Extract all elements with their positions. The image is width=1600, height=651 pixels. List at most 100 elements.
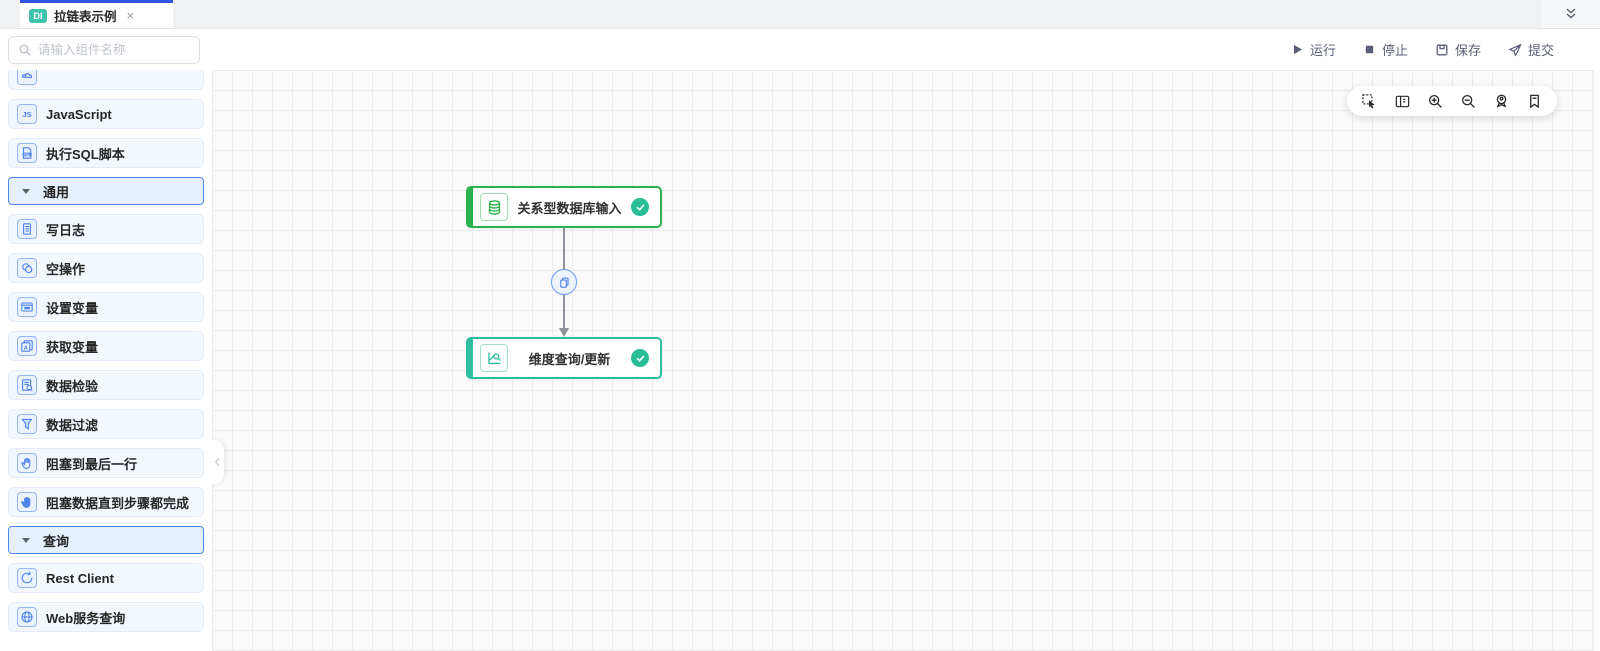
tab-title: 拉链表示例 <box>54 10 117 24</box>
header: 运行 停止 保存 提交 <box>0 29 1600 70</box>
sidebar-item-label: 数据检验 <box>46 378 99 394</box>
tab-zipper-example[interactable]: DI 拉链表示例 × <box>20 0 173 28</box>
hand-outline-icon <box>17 453 37 473</box>
sidebar-item-execute-sql-script[interactable]: SQL 执行SQL脚本 <box>8 138 204 168</box>
search-icon <box>19 44 31 56</box>
copy-icon <box>559 276 569 288</box>
svg-text:JS: JS <box>22 110 31 119</box>
di-badge-icon: DI <box>29 8 47 23</box>
sidebar-item-get-variable[interactable]: A 获取变量 <box>8 331 204 361</box>
sidebar-item-web-service-query[interactable]: Web服务查询 <box>8 602 204 632</box>
log-icon <box>17 219 37 239</box>
canvas-node-relational-db-input[interactable]: 关系型数据库输入 <box>466 186 662 228</box>
js-icon: JS <box>17 104 37 124</box>
canvas-node-dimension-lookup-update[interactable]: 维度查询/更新 <box>466 337 662 379</box>
edge-arrowhead-icon <box>559 328 569 337</box>
edge-copy-badge[interactable] <box>551 269 577 295</box>
clipped-icon <box>17 70 37 85</box>
sidebar-item-label: 设置变量 <box>46 300 99 316</box>
component-sidebar: JS JavaScript SQL 执行SQL脚本 通用 <box>0 70 212 651</box>
noop-icon <box>17 258 37 278</box>
collapse-tabs-button[interactable] <box>1542 0 1600 28</box>
close-icon[interactable]: × <box>126 8 135 23</box>
sidebar-item-label: 空操作 <box>46 261 86 277</box>
tab-bar: DI 拉链表示例 × <box>0 0 1600 29</box>
sidebar-item-label: 数据过滤 <box>46 417 99 433</box>
sidebar-collapse-handle[interactable] <box>212 440 224 484</box>
save-button[interactable]: 保存 <box>1435 40 1481 59</box>
sidebar-item-javascript[interactable]: JS JavaScript <box>8 99 204 129</box>
zoom-out-icon <box>1461 94 1475 108</box>
play-icon <box>1293 44 1302 55</box>
sidebar-item-label: 获取变量 <box>46 339 99 355</box>
save-label: 保存 <box>1454 43 1481 58</box>
flow-canvas[interactable]: 关系型数据库输入 维度查询/更新 <box>212 70 1600 651</box>
sidebar-item-label: JavaScript <box>46 106 112 122</box>
bookmark-icon <box>1530 94 1539 108</box>
zoom-in-icon <box>1428 94 1442 108</box>
node-label: 关系型数据库输入 <box>517 200 622 216</box>
status-check-icon <box>631 198 649 216</box>
canvas-scrollbar[interactable] <box>1593 70 1600 651</box>
triangle-down-icon <box>22 188 30 194</box>
submit-label: 提交 <box>1527 43 1554 58</box>
stop-button[interactable]: 停止 <box>1363 40 1408 59</box>
sidebar-item-label: 执行SQL脚本 <box>46 146 125 162</box>
get-variable-icon: A <box>17 336 37 356</box>
sidebar-section-general[interactable]: 通用 <box>8 177 204 205</box>
sql-file-icon: SQL <box>17 143 37 163</box>
section-label: 查询 <box>43 533 70 549</box>
paper-plane-icon <box>1508 43 1522 57</box>
double-chevron-down-icon <box>1566 8 1576 19</box>
node-label: 维度查询/更新 <box>528 351 611 367</box>
search-input[interactable] <box>38 42 190 57</box>
sidebar-item-block-until-last-row[interactable]: 阻塞到最后一行 <box>8 448 204 478</box>
sidebar-item-rest-client[interactable]: Rest Client <box>8 563 204 593</box>
sidebar-item-write-log[interactable]: 写日志 <box>8 214 204 244</box>
zoom-reset-button[interactable] <box>1493 93 1510 110</box>
sidebar-item-clipped[interactable] <box>8 70 204 90</box>
data-filter-icon <box>17 414 37 434</box>
stop-icon <box>1365 45 1374 54</box>
zoom-reset-icon <box>1496 94 1507 107</box>
run-toolbar: 运行 停止 保存 提交 <box>1291 40 1554 59</box>
save-icon <box>1436 44 1448 55</box>
sidebar-item-label: 写日志 <box>46 222 86 238</box>
run-label: 运行 <box>1309 43 1336 58</box>
marquee-select-icon <box>1362 93 1375 108</box>
stop-label: 停止 <box>1381 43 1408 58</box>
svg-text:A: A <box>24 345 28 351</box>
sidebar-item-set-variable[interactable]: 设置变量 <box>8 292 204 322</box>
sidebar-item-label: Rest Client <box>46 570 114 586</box>
marquee-select-button[interactable] <box>1361 93 1378 110</box>
database-icon <box>480 193 508 221</box>
minimap-icon <box>1395 95 1410 107</box>
sidebar-item-label: Web服务查询 <box>46 610 126 626</box>
data-validate-icon <box>17 375 37 395</box>
zoom-out-button[interactable] <box>1460 93 1477 110</box>
triangle-down-icon <box>22 537 30 543</box>
svg-text:SQL: SQL <box>24 152 30 156</box>
bookmark-button[interactable] <box>1526 93 1543 110</box>
sidebar-section-query[interactable]: 查询 <box>8 526 204 554</box>
status-check-icon <box>631 349 649 367</box>
sidebar-item-block-until-steps-done[interactable]: 阻塞数据直到步骤都完成 <box>8 487 204 517</box>
component-search[interactable] <box>8 35 200 64</box>
web-service-icon <box>17 607 37 627</box>
sidebar-item-label: 阻塞数据直到步骤都完成 <box>46 495 190 511</box>
section-label: 通用 <box>43 184 70 200</box>
submit-button[interactable]: 提交 <box>1508 40 1554 59</box>
minimap-button[interactable] <box>1394 93 1411 110</box>
canvas-toolbar <box>1347 86 1557 116</box>
dimension-lookup-icon <box>480 344 508 372</box>
sidebar-item-noop[interactable]: 空操作 <box>8 253 204 283</box>
hand-filled-icon <box>17 492 37 512</box>
chevron-left-icon <box>214 458 220 466</box>
sidebar-item-data-validate[interactable]: 数据检验 <box>8 370 204 400</box>
sidebar-item-label: 阻塞到最后一行 <box>46 456 138 472</box>
run-button[interactable]: 运行 <box>1291 40 1336 59</box>
zoom-in-button[interactable] <box>1427 93 1444 110</box>
rest-client-icon <box>17 568 37 588</box>
set-variable-icon <box>17 297 37 317</box>
sidebar-item-data-filter[interactable]: 数据过滤 <box>8 409 204 439</box>
